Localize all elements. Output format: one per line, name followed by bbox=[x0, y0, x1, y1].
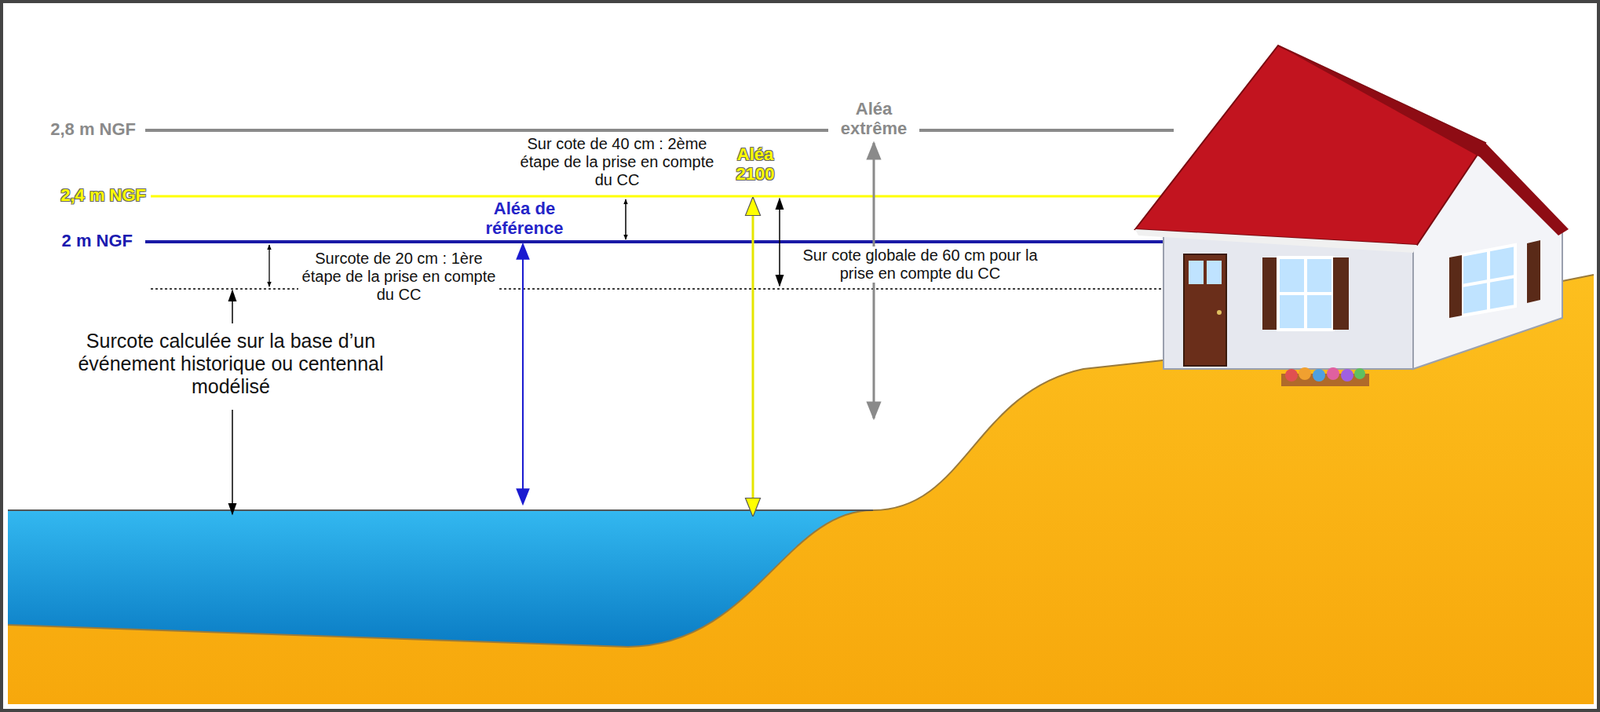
water-surface bbox=[7, 509, 874, 512]
surcote-note: Surcote calculée sur la base d’un événem… bbox=[71, 329, 391, 398]
level-label: 2 m NGF bbox=[59, 230, 136, 251]
surcote-20-arrow bbox=[268, 244, 270, 287]
historic-arrow-up bbox=[231, 290, 234, 324]
hazard-label: Aléa de référence bbox=[473, 198, 576, 239]
surcote-note: Sur cote globale de 60 cm pour la prise … bbox=[786, 246, 1055, 283]
level-line-extreme bbox=[145, 128, 1174, 132]
reference-arrow bbox=[522, 244, 524, 505]
level-line-reference bbox=[145, 240, 1164, 244]
house bbox=[1135, 45, 1569, 387]
surcote-note: Sur cote de 40 cm : 2ème étape de la pri… bbox=[516, 135, 718, 190]
level-label: 2,8 m NGF bbox=[47, 119, 139, 139]
hazard-label: Aléa extrême bbox=[828, 98, 920, 139]
surcote-60-arrow bbox=[778, 198, 781, 286]
historic-arrow-down bbox=[231, 409, 234, 515]
surcote-note: Surcote de 20 cm : 1ère étape de la pris… bbox=[298, 249, 500, 304]
level-line-2100 bbox=[150, 195, 1161, 198]
aleas-2100-arrow bbox=[752, 198, 755, 516]
level-label: 2,4 m NGF bbox=[60, 185, 147, 205]
surcote-40-arrow bbox=[624, 199, 627, 240]
hazard-label: Aléa 2100 bbox=[727, 144, 783, 185]
